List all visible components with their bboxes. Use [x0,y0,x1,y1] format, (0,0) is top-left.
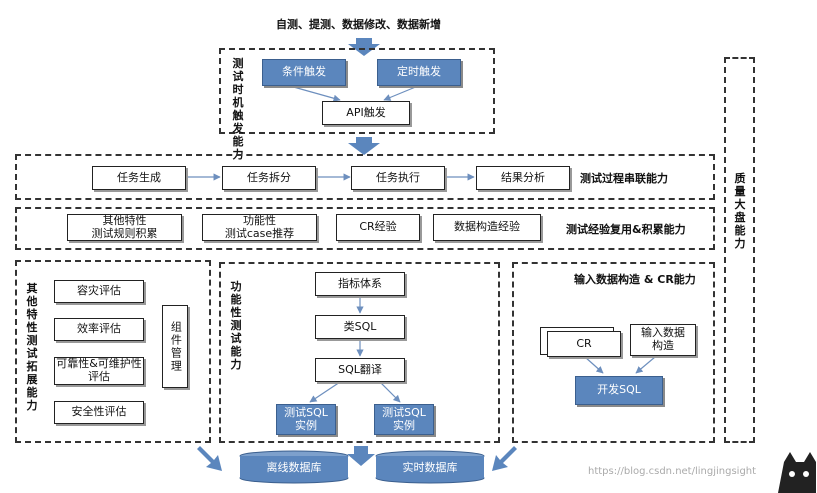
cr-box: CR [547,331,621,357]
test-sql-instance-2: 测试SQL实例 [374,404,434,435]
other-section [15,260,211,443]
arrow-timed-api [383,85,419,101]
block-arrow-left-db [197,446,222,471]
sql-translate-box: SQL翻译 [315,358,405,382]
api-trigger-box: API触发 [322,101,410,125]
watermark-text: https://blog.csdn.net/lingjingsight [588,466,757,477]
other-item-reliability: 可靠性&可维护性评估 [54,357,144,385]
test-sql-instance-1: 测试SQL实例 [276,404,336,435]
cat-logo-icon [778,452,816,493]
process-section [15,154,715,200]
input-cr-section [512,262,715,443]
arrow-cr-devsql [584,356,604,374]
experience-item-data-construct: 数据构造经验 [433,214,541,241]
process-step-generate: 任务生成 [92,166,186,190]
block-arrow-right-db [492,446,517,471]
input-construct-box: 输入数据构造 [630,324,696,356]
timed-trigger-box: 定时触发 [377,59,461,86]
other-item-efficiency: 效率评估 [54,318,144,341]
experience-item-other-rules: 其他特性 测试规则积累 [67,214,182,241]
process-step-execute: 任务执行 [351,166,445,190]
block-arrow-mid [348,137,380,155]
experience-section-label: 测试经验复用&积累能力 [566,223,686,236]
other-item-security: 安全性评估 [54,401,144,424]
experience-section [15,207,715,250]
process-section-label: 测试过程串联能力 [580,172,668,185]
block-arrow-center-db [347,446,375,466]
other-section-label: 其他特性测试拓展能力 [26,282,38,412]
other-item-disaster: 容灾评估 [54,280,144,303]
arrow-translate-inst2 [379,381,401,403]
arrow-translate-inst1 [309,381,341,403]
block-arrow-top [348,38,380,56]
realtime-database: 实时数据库 [376,456,484,478]
quality-section-label: 质量大盘能力 [734,172,746,250]
top-title: 自测、提测、数据修改、数据新增 [276,18,441,31]
trigger-section-label: 测试时机触发能力 [232,57,244,161]
arrow-input-devsql [635,356,656,374]
indicator-system-box: 指标体系 [315,272,405,296]
component-management-box: 组件管理 [162,305,188,388]
dev-sql-box: 开发SQL [575,376,663,405]
experience-item-cr: CR经验 [336,214,420,241]
trigger-section [219,48,495,134]
process-step-analyze: 结果分析 [476,166,570,190]
condition-trigger-box: 条件触发 [262,59,346,86]
offline-database: 离线数据库 [240,456,348,478]
input-cr-section-label: 输入数据构造 & CR能力 [574,273,696,286]
class-sql-box: 类SQL [315,315,405,339]
arrow-condition-api [289,85,341,102]
process-step-split: 任务拆分 [222,166,316,190]
functional-section [219,262,500,443]
experience-item-case-recommend: 功能性 测试case推荐 [202,214,317,241]
functional-section-label: 功能性测试能力 [230,280,242,371]
quality-section [724,57,755,443]
